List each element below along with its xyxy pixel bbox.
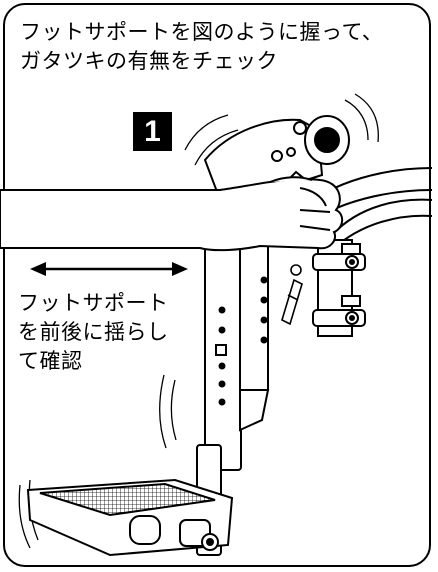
side-note-line-1: フットサポート [18, 291, 169, 315]
instruction-line-1: フットサポートを図のように握って、 [20, 20, 384, 44]
double-headed-arrow-icon [30, 262, 188, 276]
instruction-line-2: ガタツキの有無をチェック [20, 49, 278, 73]
side-note-text: フットサポート を前後に揺らし て確認 [18, 289, 169, 376]
side-note-line-3: て確認 [18, 349, 83, 373]
step-number-badge: 1 [133, 112, 172, 151]
footplate [26, 478, 234, 557]
instruction-text: フットサポートを図のように握って、 ガタツキの有無をチェック [20, 18, 425, 76]
side-note-line-2: を前後に揺らし [18, 320, 169, 344]
strap [281, 264, 303, 326]
hand [0, 176, 344, 252]
